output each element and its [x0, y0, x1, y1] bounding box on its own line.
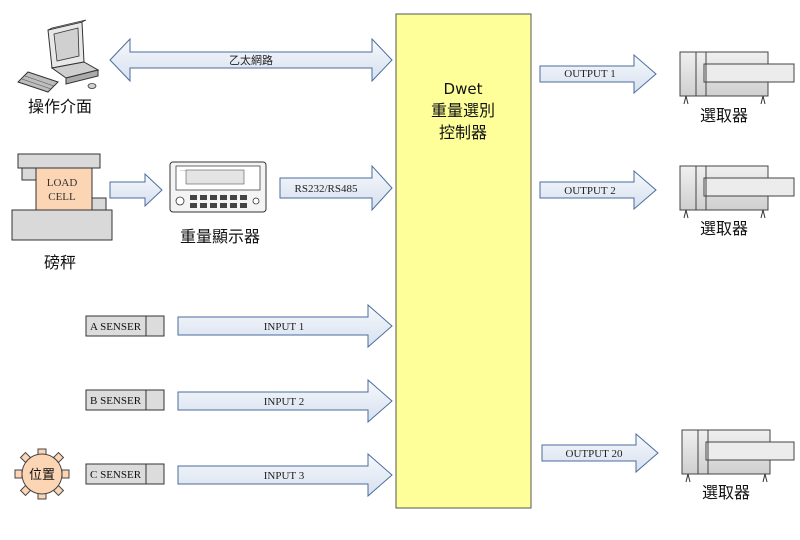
- output-1-label: OUTPUT 1: [564, 68, 615, 80]
- sensor-c-label: C SENSER: [90, 469, 142, 481]
- controller-box: Dwet 重量選別 控制器: [395, 13, 532, 509]
- position-gear-icon: 位置: [14, 448, 70, 500]
- input-1-arrow: [177, 303, 393, 349]
- sensor-b-box: [85, 389, 165, 411]
- weight-indicator-icon: ·····: [169, 161, 267, 213]
- rs232-arrow: RS232/RS485: [279, 164, 393, 212]
- controller-title-line2: 重量選別: [431, 101, 495, 120]
- scale-icon: LOAD CELL: [11, 153, 113, 241]
- output-1-arrow: [539, 53, 657, 95]
- sensor-b-label: B SENSER: [90, 395, 142, 407]
- load-cell-label-line1: LOAD: [47, 177, 78, 189]
- input-2-label: INPUT 2: [264, 396, 304, 408]
- input-1-label: INPUT 1: [264, 321, 304, 333]
- computer-icon: [17, 19, 100, 93]
- position-label: 位置: [29, 468, 55, 483]
- selector-20-label: 選取器: [702, 483, 750, 502]
- selector-cylinder-icon-1: [679, 51, 795, 105]
- controller-title-line1: Dwet: [444, 80, 483, 98]
- sensor-a-label: A SENSER: [90, 321, 142, 333]
- output-row-20: OUTPUT 20 選取器: [541, 429, 795, 502]
- output-20-label: OUTPUT 20: [566, 448, 623, 460]
- selector-2-label: 選取器: [700, 219, 748, 238]
- load-cell-label-line2: CELL: [48, 191, 76, 203]
- selector-cylinder-icon-2: [679, 165, 795, 219]
- controller-title-line3: 控制器: [439, 123, 487, 142]
- output-2-arrow: [539, 169, 657, 211]
- sensor-a-box: [85, 315, 165, 337]
- output-row-2: OUTPUT 2 選取器: [539, 165, 795, 238]
- selector-cylinder-icon-20: [681, 429, 795, 483]
- sensor-row-c: C SENSER INPUT 3: [85, 452, 393, 498]
- selector-1-label: 選取器: [700, 106, 748, 125]
- output-2-label: OUTPUT 2: [564, 185, 615, 197]
- input-3-label: INPUT 3: [264, 470, 305, 482]
- sensor-row-a: A SENSER INPUT 1: [85, 303, 393, 349]
- ethernet-link-label: 乙太網路: [229, 53, 273, 67]
- ethernet-double-arrow: 乙太網路: [109, 37, 393, 83]
- input-2-arrow: [177, 378, 393, 424]
- output-row-1: OUTPUT 1 選取器: [539, 51, 795, 125]
- sensor-c-box: [85, 463, 165, 485]
- scale-to-display-arrow: [109, 172, 163, 208]
- weight-display-label: 重量顯示器: [180, 227, 260, 246]
- svg-text:·····: ·····: [180, 168, 186, 173]
- load-cell-box: [35, 167, 93, 211]
- scale-label: 磅秤: [44, 253, 76, 272]
- output-20-arrow: [541, 432, 659, 474]
- rs232-link-label: RS232/RS485: [295, 183, 358, 195]
- sensor-row-b: B SENSER INPUT 2: [85, 378, 393, 424]
- input-3-arrow: [177, 452, 393, 498]
- interface-label: 操作介面: [28, 97, 92, 116]
